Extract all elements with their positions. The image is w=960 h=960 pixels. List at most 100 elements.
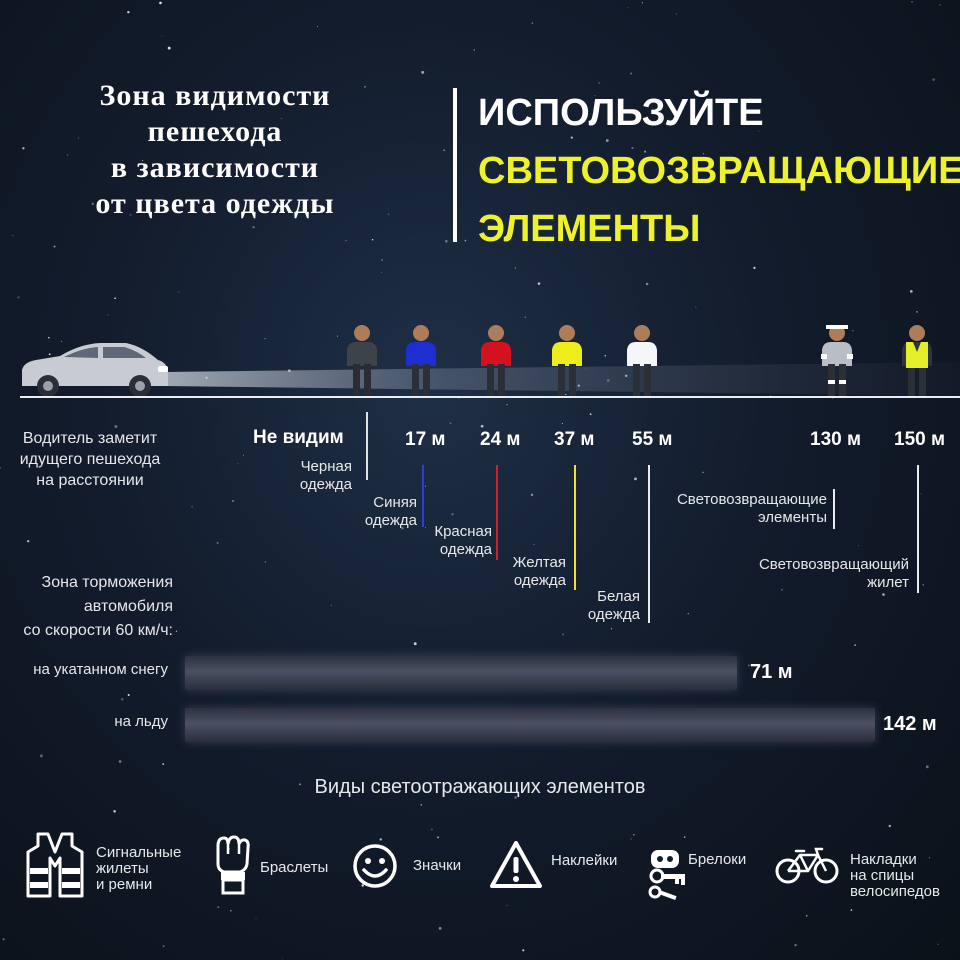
star [242,454,244,456]
star [381,272,383,273]
type-label-line: велосипедов [850,883,940,900]
star [77,137,79,139]
star [695,306,697,308]
type-label-line: Накладки [850,851,917,868]
braking-label-line: со скорости 60 км/ч: [23,622,173,639]
star [345,239,347,242]
star [420,804,423,806]
driver-note: Водитель заметит идущего пешехода на рас… [10,428,170,491]
star [141,160,144,162]
pedestrian-reflective-elements-icon [821,325,853,396]
clothing-label-line: жилет [867,574,909,591]
star [932,78,935,81]
star [604,355,607,357]
star [425,485,426,487]
star [937,943,939,945]
star [805,914,808,917]
star [216,541,219,545]
star [920,493,922,495]
star [114,425,118,428]
braking-row-label-ice: на льду [114,713,168,730]
star [101,475,104,478]
star [451,513,454,516]
star [530,493,534,497]
star [641,2,644,4]
star [888,824,892,828]
star [852,330,854,332]
star [48,336,50,339]
type-label-sticker: Наклейки [551,852,618,869]
driver-note-line: на расстоянии [36,472,144,489]
title-left-line: от цвета одежды [95,187,335,220]
star [922,584,924,586]
car-icon [22,343,168,397]
pedestrian-white-icon [627,325,657,396]
star [445,240,448,243]
type-label-line: жилеты [96,860,149,877]
clothing-label-reflective-elements: Световозвращающие элементы [645,491,827,527]
star [53,245,56,248]
star [413,642,417,646]
clothing-label-line: элементы [757,509,827,526]
type-label-bracelet: Браслеты [260,859,329,876]
star [167,46,171,50]
clothing-label-black: Черная одежда [290,458,352,494]
marker-line-yellow [574,465,576,590]
star [67,154,69,156]
marker-line-red [496,465,498,560]
braking-label-line: автомобиля [83,598,173,615]
star [127,693,130,697]
star [162,763,165,766]
clothing-label-line: Синяя [373,494,417,511]
braking-bar-ice [185,708,875,742]
star [594,95,596,96]
star [627,6,629,8]
star [401,527,404,530]
star [633,834,635,836]
star [280,118,282,120]
star [473,49,476,51]
star [282,958,284,960]
type-label-line: на спицы [850,867,915,884]
clothing-label-line: одежда [439,541,492,558]
star [854,644,856,646]
pedestrian-red-icon [481,325,511,396]
pedestrian-yellow-icon [552,325,582,396]
star [610,628,613,630]
star [424,527,426,528]
star [702,153,705,155]
marker-line-black [366,412,368,480]
braking-row-label-snow: на укатанном снегу [33,661,168,678]
star [114,297,116,300]
star [480,424,484,428]
marker-line-blue [422,465,424,527]
star [882,593,885,596]
star [97,434,101,437]
star [381,258,384,262]
star [127,10,130,14]
star [634,477,637,481]
clothing-label-line: Световозвращающий [758,556,909,573]
star [330,604,332,606]
star [27,540,30,543]
clothing-label-yellow: Желтая одежда [496,554,566,590]
star [780,588,783,591]
star [161,35,163,37]
pedestrian-black-icon [347,325,377,396]
star [514,796,517,799]
distance-yellow: 37 м [554,429,595,450]
title-right-line: ИСПОЛЬЗУЙТЕ [478,92,764,134]
title-right-highlight: СВЕТОВОЗВРАЩАЮЩИЕ [478,150,960,192]
star [522,949,525,952]
star [264,337,266,340]
star [129,214,132,216]
vest-icon [26,832,84,898]
star [316,25,318,27]
star [431,828,433,831]
star [178,291,180,293]
braking-value-snow: 71 м [750,661,793,683]
clothing-label-line: Черная [300,458,352,475]
star [850,909,853,911]
star [533,543,535,545]
